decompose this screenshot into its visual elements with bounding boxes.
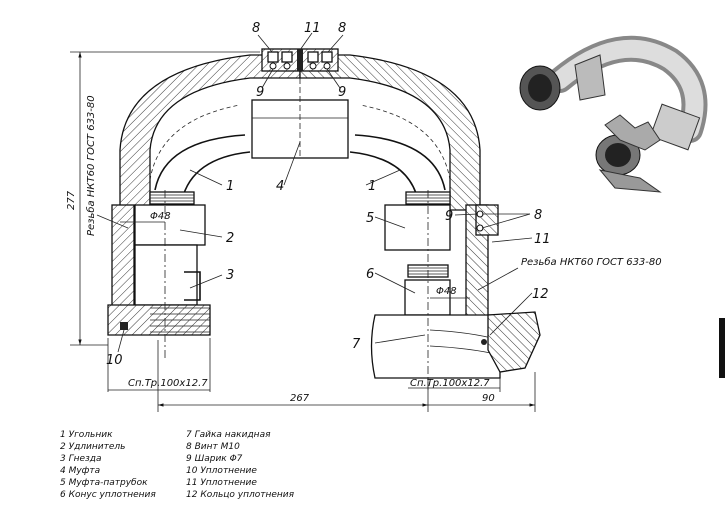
legend-item: 10 Уплотнение (186, 466, 257, 476)
callout-11: 11 (304, 21, 321, 36)
top-clamp-assembly (261, 48, 339, 72)
bore-diameter-right: Φ48 (436, 286, 457, 297)
legend-item: 6 Конус уплотнения (60, 490, 156, 500)
parts-legend: 1 Угольник 2 Удлинитель 3 Гнезда 4 Муфта… (60, 430, 295, 500)
callout-labels: 8 11 8 9 9 1 4 1 2 3 5 6 7 9 8 11 12 10 (106, 21, 551, 368)
dimension-lines (70, 51, 536, 412)
callout-9: 9 (256, 85, 264, 100)
callout-10: 10 (106, 353, 123, 368)
ball-icon (323, 62, 331, 70)
callout-1: 1 (226, 179, 234, 194)
callout-9: 9 (338, 85, 346, 100)
callout-8: 8 (534, 208, 542, 223)
callout-7: 7 (352, 337, 361, 352)
legend-item: 11 Уплотнение (186, 478, 257, 488)
scrollbar-thumb[interactable] (719, 318, 725, 378)
callout-8: 8 (252, 21, 260, 36)
dimension-offset: 90 (482, 393, 495, 404)
thread-note-right: Резьба НКТ60 ГОСТ 633-80 (521, 256, 662, 268)
legend-item: 12 Кольцо уплотнения (186, 490, 295, 500)
callout-5: 5 (366, 211, 374, 226)
callout-6: 6 (366, 267, 374, 282)
swivel-3d-render (519, 35, 708, 193)
ball-icon (283, 62, 291, 70)
ball-icon (269, 62, 277, 70)
thread-dimension-right: Сп.Тр.100х12.7 (410, 378, 490, 389)
dimension-labels: 277 267 90 Φ48 Φ48 Сп.Тр.100х12.7 Сп.Тр.… (66, 95, 662, 404)
legend-item: 4 Муфта (60, 466, 100, 476)
callout-4: 4 (276, 179, 284, 194)
callout-9: 9 (445, 209, 453, 224)
thread-note-left: Резьба НКТ60 ГОСТ 633-80 (85, 95, 97, 236)
right-leg-assembly (370, 190, 541, 392)
callout-8: 8 (338, 21, 346, 36)
callout-11: 11 (534, 232, 551, 247)
left-leg-assembly (107, 190, 211, 360)
dimension-width: 267 (290, 393, 310, 404)
dimension-height: 277 (66, 190, 77, 210)
callout-2: 2 (226, 231, 234, 246)
ball-icon (309, 62, 317, 70)
legend-item: 2 Удлинитель (60, 442, 125, 452)
legend-item: 7 Гайка накидная (186, 430, 271, 440)
callout-3: 3 (226, 268, 234, 283)
legend-item: 1 Угольник (60, 430, 113, 440)
legend-item: 3 Гнезда (60, 454, 102, 464)
callout-leaders (117, 32, 533, 353)
bore-diameter-left: Φ48 (150, 211, 171, 222)
legend-item: 8 Винт М10 (186, 442, 240, 452)
elbow-body (119, 54, 481, 211)
callout-12: 12 (532, 287, 549, 302)
thread-dimension-left: Сп.Тр.100х12.7 (128, 378, 208, 389)
legend-item: 5 Муфта-патрубок (60, 478, 148, 488)
legend-item: 9 Шарик Φ7 (186, 454, 243, 464)
callout-1: 1 (368, 179, 376, 194)
